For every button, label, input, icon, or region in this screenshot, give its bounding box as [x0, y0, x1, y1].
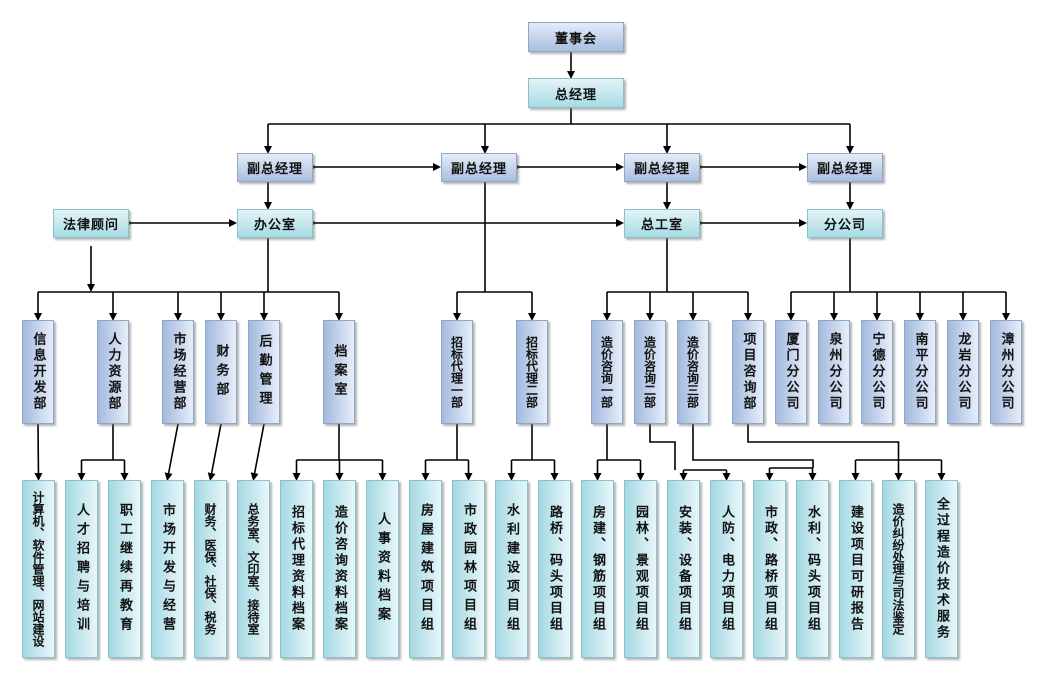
- connector: [692, 424, 814, 468]
- dept-archives-node[interactable]: 档案室: [323, 320, 355, 424]
- dept-finance-node[interactable]: 财务部: [205, 320, 237, 424]
- team-node-15[interactable]: 园林、景观项目组: [624, 480, 657, 658]
- team-node-12[interactable]: 水利建设项目组: [495, 480, 528, 658]
- branch-quanzhou-node[interactable]: 泉州分公司: [818, 320, 850, 424]
- team-node-16[interactable]: 安装、设备项目组: [667, 480, 700, 658]
- team-node-6[interactable]: 总务室、文印室、接待室: [237, 480, 270, 658]
- dept-bidding-2-node[interactable]: 招标代理二部: [516, 320, 548, 424]
- team-node-18[interactable]: 市政、路桥项目组: [753, 480, 786, 658]
- general-manager-node[interactable]: 总经理: [528, 78, 624, 108]
- dept-info-dev-node[interactable]: 信息开发部: [22, 320, 54, 424]
- board-node[interactable]: 董事会: [528, 22, 624, 52]
- team-node-14[interactable]: 房建、钢筋项目组: [581, 480, 614, 658]
- chief-engineer-office-node[interactable]: 总工室: [624, 209, 700, 238]
- branch-ningde-node[interactable]: 宁德分公司: [861, 320, 893, 424]
- team-node-5[interactable]: 财务、医保、社保、税务: [194, 480, 227, 658]
- dept-cost-1-node[interactable]: 造价咨询一部: [591, 320, 623, 424]
- branch-company-node[interactable]: 分公司: [807, 209, 883, 238]
- team-node-17[interactable]: 人防、电力项目组: [710, 480, 743, 658]
- team-node-22[interactable]: 全过程造价技术服务: [925, 480, 958, 658]
- team-node-10[interactable]: 房屋建筑项目组: [409, 480, 442, 658]
- connector: [34, 423, 43, 481]
- connector: [649, 424, 676, 470]
- legal-counsel-node[interactable]: 法律顾问: [53, 209, 129, 238]
- team-node-19[interactable]: 水利、码头项目组: [796, 480, 829, 658]
- dept-marketing-node[interactable]: 市场经营部: [162, 320, 194, 424]
- branch-xiamen-node[interactable]: 厦门分公司: [775, 320, 807, 424]
- team-node-4[interactable]: 市场开发与经营: [151, 480, 184, 658]
- connector: [250, 423, 265, 481]
- dept-project-consult-node[interactable]: 项目咨询部: [732, 320, 764, 424]
- dept-cost-2-node[interactable]: 造价咨询二部: [634, 320, 666, 424]
- dept-cost-3-node[interactable]: 造价咨询三部: [677, 320, 709, 424]
- team-node-3[interactable]: 职工继续再教育: [108, 480, 141, 658]
- branch-longyan-node[interactable]: 龙岩分公司: [947, 320, 979, 424]
- vice-gm-node-4[interactable]: 副总经理: [807, 153, 883, 182]
- connector: [207, 423, 222, 481]
- team-node-9[interactable]: 人事资料档案: [366, 480, 399, 658]
- branch-nanping-node[interactable]: 南平分公司: [904, 320, 936, 424]
- team-node-21[interactable]: 造价纠纷处理与司法鉴定: [882, 480, 915, 658]
- dept-bidding-1-node[interactable]: 招标代理一部: [441, 320, 473, 424]
- team-node-8[interactable]: 造价咨询资料档案: [323, 480, 356, 658]
- team-node-7[interactable]: 招标代理资料档案: [280, 480, 313, 658]
- team-node-13[interactable]: 路桥、码头项目组: [538, 480, 571, 658]
- team-node-20[interactable]: 建设项目可研报告: [839, 480, 872, 658]
- vice-gm-node-1[interactable]: 副总经理: [237, 153, 313, 182]
- vice-gm-node-3[interactable]: 副总经理: [624, 153, 700, 182]
- office-node[interactable]: 办公室: [237, 209, 313, 238]
- vice-gm-node-2[interactable]: 副总经理: [441, 153, 517, 182]
- branch-zhangzhou-node[interactable]: 漳州分公司: [990, 320, 1022, 424]
- dept-hr-node[interactable]: 人力资源部: [97, 320, 129, 424]
- team-node-2[interactable]: 人才招聘与培训: [65, 480, 98, 658]
- team-node-11[interactable]: 市政园林项目组: [452, 480, 485, 658]
- team-node-1[interactable]: 计算机、软件管理、网站建设: [22, 480, 55, 658]
- connector: [164, 423, 179, 481]
- connector: [747, 424, 903, 481]
- dept-logistics-node[interactable]: 后勤管理: [248, 320, 280, 424]
